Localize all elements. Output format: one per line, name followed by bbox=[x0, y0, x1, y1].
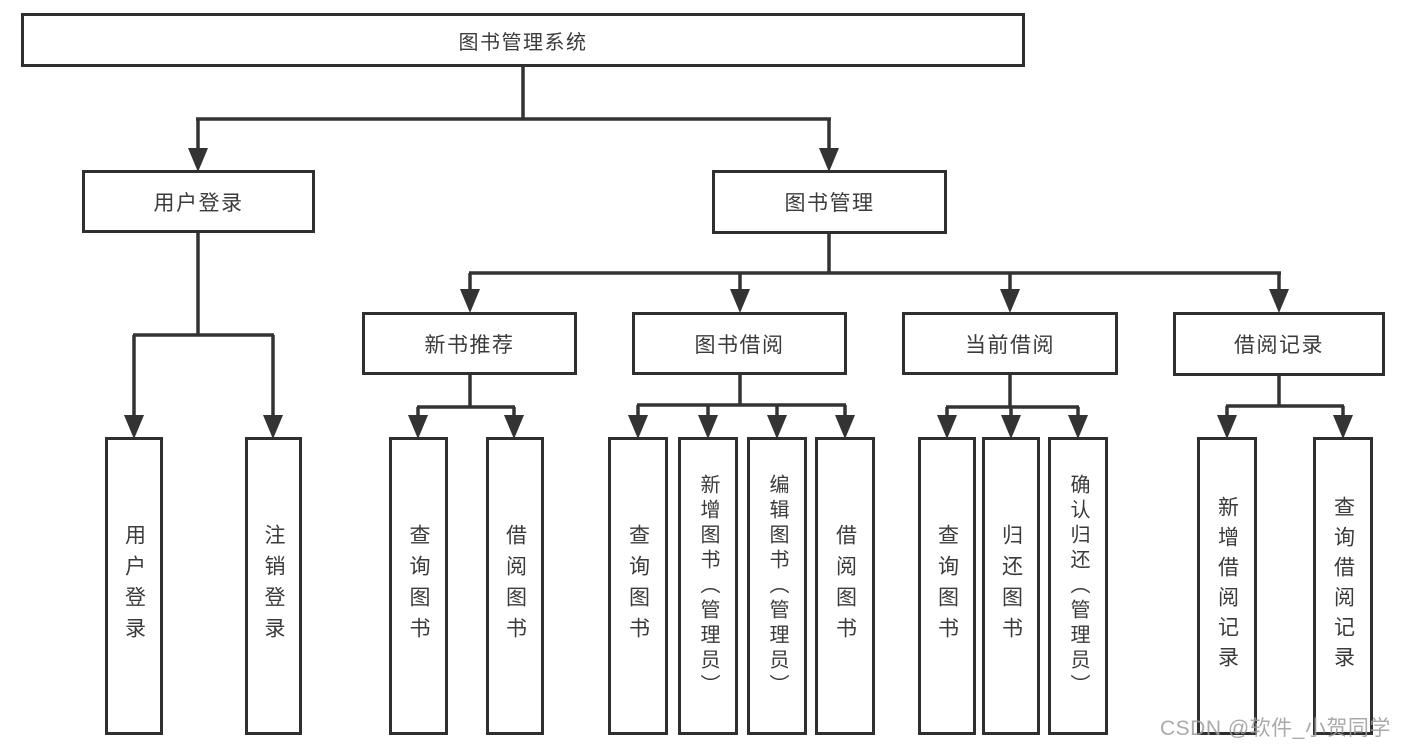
node-label: 查询图书 bbox=[935, 524, 959, 648]
node-book-borrow: 图书借阅 bbox=[632, 312, 847, 375]
leaf-return-books: 归还图书 bbox=[982, 437, 1040, 735]
node-label: 归还图书 bbox=[999, 524, 1023, 648]
leaf-query-books-borrow: 查询图书 bbox=[608, 437, 668, 735]
leaf-edit-books-admin: 编辑图书（管理员） bbox=[747, 437, 807, 735]
leaf-add-books-admin: 新增图书（管理员） bbox=[678, 437, 738, 735]
node-current-borrow: 当前借阅 bbox=[902, 312, 1118, 375]
node-book-management: 图书管理 bbox=[712, 170, 947, 234]
node-label: 注销登录 bbox=[262, 524, 285, 648]
leaf-user-login: 用户登录 bbox=[105, 437, 163, 735]
leaf-borrow-books-recommend: 借阅图书 bbox=[486, 437, 544, 735]
node-label: 借阅图书 bbox=[503, 524, 527, 648]
node-new-book-recommend: 新书推荐 bbox=[362, 312, 577, 375]
node-user-login-branch: 用户登录 bbox=[82, 170, 315, 233]
node-label: 查询借阅记录 bbox=[1331, 496, 1355, 676]
node-label: 编辑图书（管理员） bbox=[766, 473, 788, 699]
leaf-query-books-current: 查询图书 bbox=[918, 437, 976, 735]
node-label: 新书推荐 bbox=[424, 333, 515, 357]
node-label: 新增图书（管理员） bbox=[697, 473, 719, 699]
node-label: 确认归还（管理员） bbox=[1067, 473, 1089, 699]
node-label: 用户登录 bbox=[122, 524, 146, 648]
leaf-query-borrow-record: 查询借阅记录 bbox=[1313, 437, 1373, 735]
node-label: 借阅图书 bbox=[833, 524, 857, 648]
leaf-query-books-recommend: 查询图书 bbox=[389, 437, 448, 735]
leaf-borrow-books: 借阅图书 bbox=[815, 437, 875, 735]
node-root-system: 图书管理系统 bbox=[21, 13, 1025, 67]
leaf-confirm-return-admin: 确认归还（管理员） bbox=[1048, 437, 1108, 735]
leaf-add-borrow-record: 新增借阅记录 bbox=[1197, 437, 1257, 735]
node-label: 借阅记录 bbox=[1234, 334, 1324, 357]
node-label: 新增借阅记录 bbox=[1215, 496, 1239, 676]
node-label: 查询图书 bbox=[626, 524, 650, 648]
node-label: 图书借阅 bbox=[694, 333, 785, 357]
node-label: 当前借阅 bbox=[965, 333, 1055, 357]
csdn-watermark: CSDN @软件_小贺同学 bbox=[1160, 717, 1391, 740]
node-label: 查询图书 bbox=[407, 524, 430, 648]
node-label: 用户登录 bbox=[153, 191, 244, 215]
node-label: 图书管理 bbox=[784, 192, 875, 215]
node-label: 图书管理系统 bbox=[458, 31, 588, 54]
leaf-logout: 注销登录 bbox=[245, 437, 302, 735]
node-borrow-records: 借阅记录 bbox=[1173, 312, 1385, 376]
